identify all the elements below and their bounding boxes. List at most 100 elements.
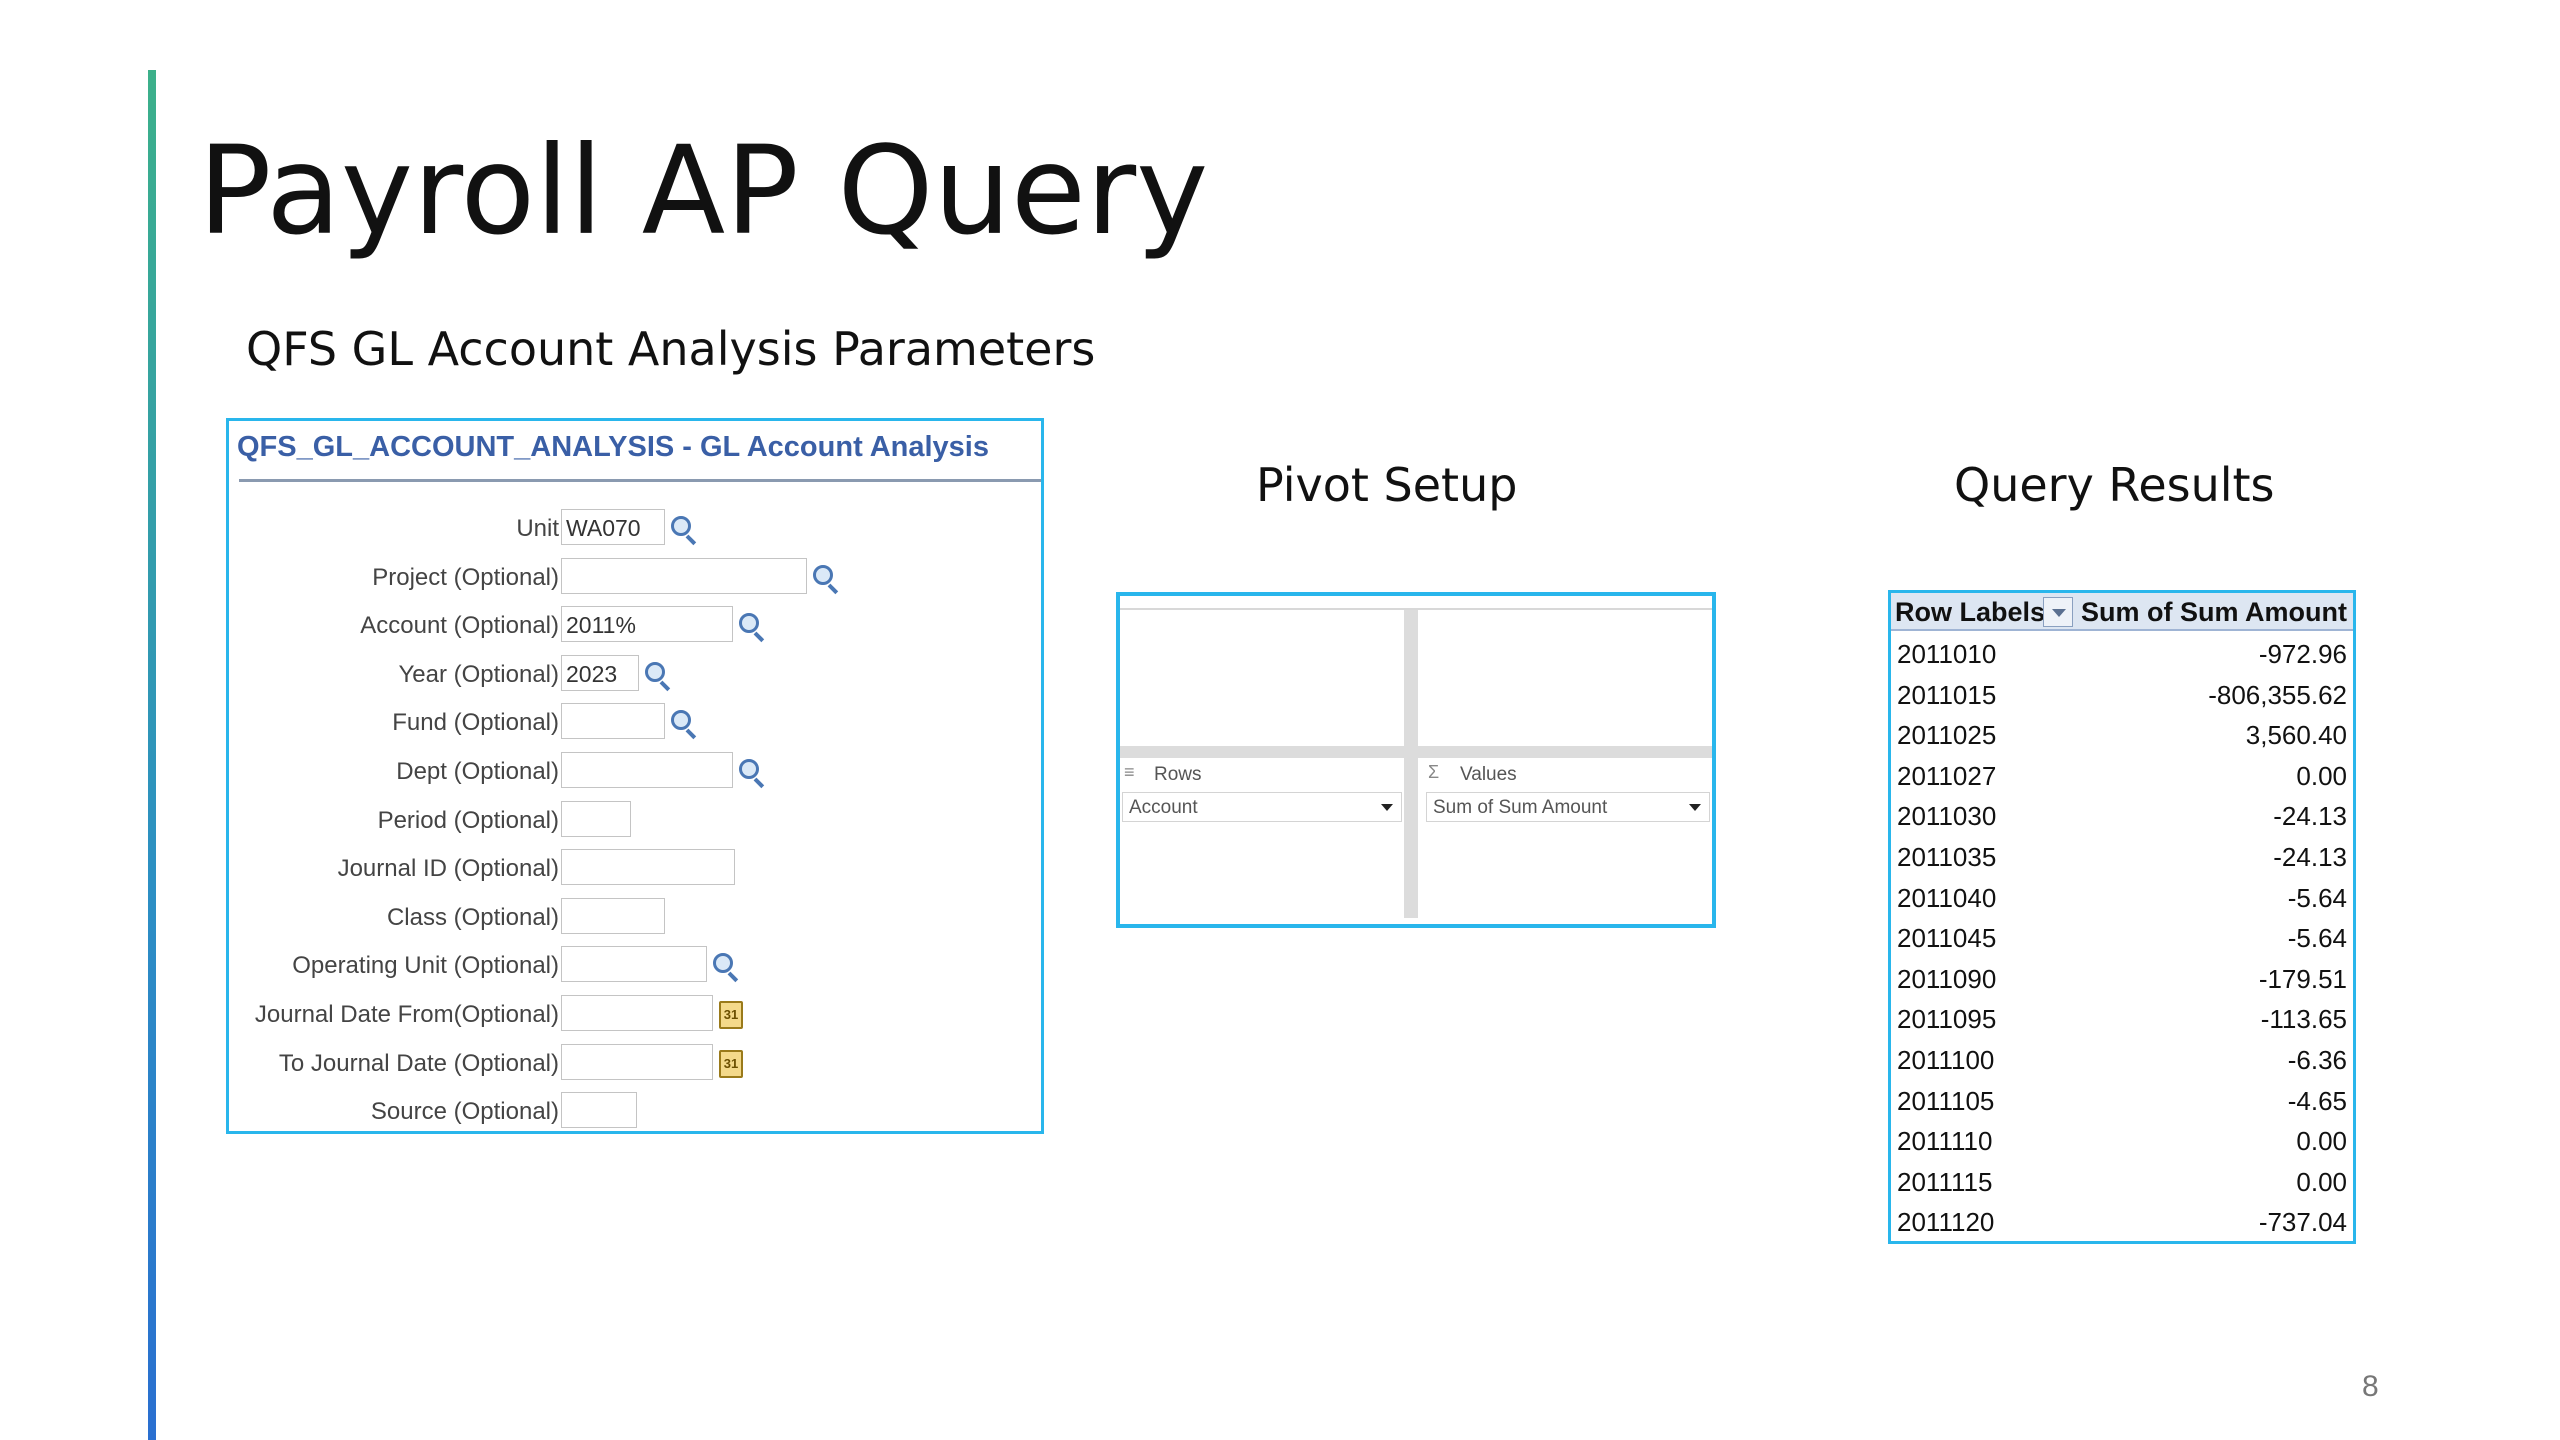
param-row: Dept (Optional)	[229, 752, 1041, 792]
pivot-vertical-divider	[1404, 610, 1418, 918]
param-input[interactable]	[561, 1043, 713, 1080]
results-section-heading: Query Results	[1954, 458, 2275, 512]
param-label: Unit	[516, 515, 559, 542]
lookup-icon-lens	[645, 661, 665, 682]
lookup-icon[interactable]	[643, 660, 673, 691]
sum-amount-cell: 0.00	[2296, 1126, 2347, 1157]
pivot-rows-field[interactable]: Account	[1122, 792, 1402, 822]
lookup-icon[interactable]	[737, 757, 767, 789]
page-number: 8	[2362, 1370, 2379, 1403]
calendar-icon[interactable]: 31	[719, 1049, 743, 1078]
param-input[interactable]	[561, 849, 735, 886]
params-section-heading: QFS GL Account Analysis Parameters	[246, 322, 1096, 376]
param-label: Fund (Optional)	[392, 709, 559, 737]
lookup-icon-lens	[813, 564, 833, 585]
param-label: Account (Optional)	[360, 612, 559, 640]
sum-amount-cell: -737.04	[2258, 1207, 2347, 1238]
param-input[interactable]	[561, 800, 631, 837]
pivot-rows-field-label: Account	[1129, 797, 1198, 818]
params-panel: QFS_GL_ACCOUNT_ANALYSIS - GL Account Ana…	[226, 418, 1044, 1134]
lookup-icon[interactable]	[811, 563, 841, 594]
param-input[interactable]	[561, 557, 807, 594]
sum-amount-cell: -972.96	[2258, 639, 2347, 669]
sigma-icon: Σ	[1428, 762, 1440, 782]
lookup-icon[interactable]	[669, 514, 699, 546]
lookup-icon-handle	[727, 971, 739, 983]
param-row: Fund (Optional)	[229, 703, 1041, 743]
results-header-row: Row Labels Sum of Sum Amount	[1891, 593, 2353, 631]
param-label: Journal ID (Optional)	[337, 855, 559, 883]
sum-amount-header: Sum of Sum Amount	[2081, 597, 2347, 627]
table-row: 2011030-24.13	[1891, 795, 2353, 836]
param-label: Journal Date From(Optional)	[254, 1001, 559, 1028]
table-row: 2011105 -4.65	[1891, 1080, 2353, 1121]
pivot-top-divider	[1120, 608, 1712, 610]
lookup-icon-lens	[671, 710, 691, 731]
sum-amount-cell: -5.64	[2287, 923, 2347, 954]
sum-amount-cell: -6.36	[2287, 1045, 2347, 1075]
lookup-icon-handle	[753, 777, 765, 789]
sum-amount-cell: -4.65	[2287, 1085, 2347, 1116]
lookup-icon[interactable]	[669, 708, 699, 740]
chevron-down-icon[interactable]	[1381, 804, 1393, 811]
param-input[interactable]	[561, 897, 665, 934]
table-row: 2011045 -5.64	[1891, 917, 2353, 958]
slide-title: Payroll AP Query	[198, 120, 1209, 262]
table-row: 2011035-24.13	[1891, 836, 2353, 877]
filter-dropdown-icon[interactable]	[2043, 597, 2073, 627]
table-row: 2011040 -5.64	[1891, 877, 2353, 918]
param-label: Year (Optional)	[398, 660, 559, 688]
pivot-values-field[interactable]: Sum of Sum Amount	[1426, 792, 1710, 822]
param-input[interactable]: WA070	[561, 509, 665, 545]
param-input[interactable]	[561, 752, 733, 788]
lookup-icon-handle	[659, 680, 671, 691]
row-label-cell: 2011110	[1897, 1126, 1993, 1157]
param-row: Account (Optional)2011%	[229, 606, 1041, 646]
param-input[interactable]: 2011%	[561, 606, 733, 643]
param-input[interactable]	[561, 995, 713, 1031]
row-label-cell: 2011090	[1897, 963, 1997, 994]
lookup-icon[interactable]	[711, 951, 741, 983]
sum-amount-cell: -24.13	[2273, 842, 2347, 872]
param-row: Year (Optional)2023	[229, 654, 1041, 695]
row-label-cell: 2011027	[1897, 760, 1997, 791]
calendar-icon[interactable]: 31	[719, 1001, 743, 1029]
param-label: Project (Optional)	[372, 563, 559, 591]
row-label-cell: 2011045	[1897, 923, 1997, 954]
param-input[interactable]	[561, 1092, 637, 1129]
lookup-icon-handle	[685, 534, 697, 546]
lookup-icon-handle	[827, 583, 839, 594]
param-row: Journal ID (Optional)	[229, 849, 1041, 889]
sum-amount-cell: 0.00	[2296, 760, 2347, 791]
lookup-icon-handle	[753, 631, 765, 643]
table-row: 2011100-6.36	[1891, 1039, 2353, 1080]
pivot-values-label: Values	[1460, 764, 1517, 785]
accent-bar	[148, 70, 156, 1440]
sum-amount-cell: -5.64	[2287, 882, 2347, 913]
row-label-cell: 2011115	[1897, 1166, 1993, 1197]
param-input[interactable]	[561, 703, 665, 740]
row-label-cell: 2011105	[1897, 1085, 1995, 1116]
pivot-rows-label: Rows	[1154, 764, 1202, 785]
param-row: Period (Optional)	[229, 800, 1041, 841]
param-input[interactable]: 2023	[561, 654, 639, 691]
row-label-cell: 2011040	[1897, 882, 1997, 913]
lookup-icon-lens	[671, 516, 691, 536]
param-row: Journal Date From(Optional) 31	[229, 995, 1041, 1035]
lookup-icon[interactable]	[737, 611, 767, 643]
table-row: 2011120-737.04	[1891, 1201, 2353, 1242]
row-label-cell: 2011095	[1897, 1004, 1997, 1035]
rows-icon: ≡	[1124, 762, 1135, 782]
sum-amount-cell: -179.51	[2258, 963, 2347, 994]
params-panel-title: QFS_GL_ACCOUNT_ANALYSIS - GL Account Ana…	[237, 431, 989, 463]
lookup-icon-handle	[685, 728, 697, 740]
param-input[interactable]	[561, 946, 707, 983]
table-row: 2011027 0.00	[1891, 755, 2353, 796]
param-label: Source (Optional)	[370, 1098, 559, 1126]
lookup-icon-lens	[739, 759, 759, 779]
chevron-down-icon[interactable]	[1689, 804, 1701, 811]
param-row: Class (Optional)	[229, 897, 1041, 938]
lookup-icon-lens	[739, 613, 759, 634]
param-label: Period (Optional)	[377, 806, 559, 834]
